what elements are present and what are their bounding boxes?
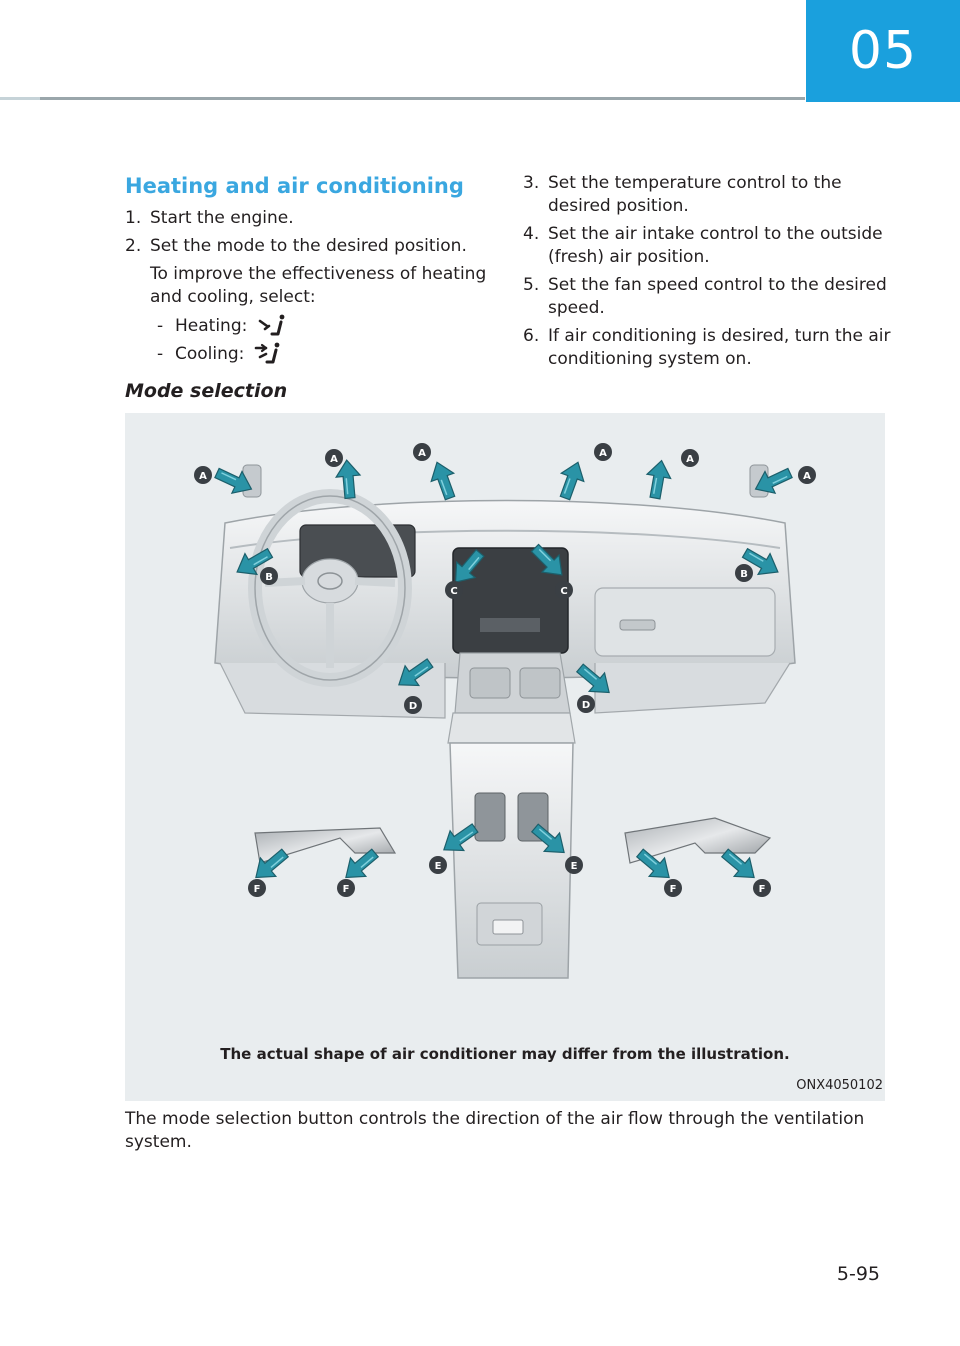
marker-letter: F [343, 884, 350, 895]
step-text: Start the engine. [150, 208, 294, 228]
marker-letter: A [418, 448, 426, 459]
step-text: Set the mode to the desired position. [150, 236, 467, 256]
option-heating: - Heating: [125, 312, 500, 340]
marker-letter: A [199, 471, 207, 482]
marker-letter: A [330, 454, 338, 465]
vent-diagram-figure: A A A A A A B B C C D D E E F F F F Th [125, 413, 885, 1101]
step-item: 3. Set the temperature control to the de… [523, 172, 893, 218]
step-text: Set the fan speed control to the desired… [548, 275, 887, 318]
chapter-tab: 05 [806, 0, 960, 102]
step-number: 2. [125, 235, 141, 258]
step-item: 2. Set the mode to the desired position. [125, 235, 500, 258]
mode-selection-description: The mode selection button controls the d… [125, 1108, 890, 1154]
step-number: 1. [125, 207, 141, 230]
figure-caption: The actual shape of air conditioner may … [125, 1045, 885, 1063]
step-text: Set the air intake control to the outsid… [548, 224, 883, 267]
marker-letter: D [409, 701, 417, 712]
page-number: 5-95 [837, 1263, 880, 1285]
left-column: Heating and air conditioning 1. Start th… [125, 170, 500, 368]
marker-letter: E [435, 861, 442, 872]
marker-letter: A [803, 471, 811, 482]
section-title: Heating and air conditioning [125, 170, 500, 202]
step-number: 6. [523, 325, 539, 348]
header-rule [0, 97, 805, 100]
right-column: 3. Set the temperature control to the de… [523, 172, 893, 376]
step-text: If air conditioning is desired, turn the… [548, 326, 890, 369]
step-note: To improve the effectiveness of heating … [125, 263, 500, 309]
floor-defrost-mode-icon [257, 313, 289, 337]
marker-letter: F [670, 884, 677, 895]
dashboard-vent-illustration: A A A A A A B B C C D D E E F F F F [125, 413, 885, 1101]
dash-marker: - [157, 312, 163, 340]
step-number: 3. [523, 172, 539, 195]
steps-list-continued: 3. Set the temperature control to the de… [523, 172, 893, 371]
marker-letter: B [740, 569, 748, 580]
step-item: 6. If air conditioning is desired, turn … [523, 325, 893, 371]
figure-code: ONX4050102 [796, 1078, 883, 1093]
marker-a: A A A A A A [194, 443, 816, 484]
step-item: 5. Set the fan speed control to the desi… [523, 274, 893, 320]
marker-letter: A [686, 454, 694, 465]
marker-letter: C [560, 586, 567, 597]
marker-letter: E [571, 861, 578, 872]
step-number: 5. [523, 274, 539, 297]
dash-marker: - [157, 340, 163, 368]
step-text: Set the temperature control to the desir… [548, 173, 842, 216]
marker-letter: F [254, 884, 261, 895]
step-item: 4. Set the air intake control to the out… [523, 223, 893, 269]
option-label: Cooling: [175, 344, 244, 364]
marker-letter: A [599, 448, 607, 459]
option-cooling: - Cooling: [125, 340, 500, 368]
header-rule-accent [0, 97, 40, 100]
marker-letter: B [265, 572, 273, 583]
step-item: 1. Start the engine. [125, 207, 500, 230]
face-floor-mode-icon [254, 341, 284, 365]
marker-letter: C [450, 586, 457, 597]
option-label: Heating: [175, 316, 247, 336]
mode-selection-heading: Mode selection [125, 380, 287, 402]
marker-letter: D [582, 700, 590, 711]
marker-letter: F [759, 884, 766, 895]
steps-list: 1. Start the engine. 2. Set the mode to … [125, 207, 500, 258]
step-number: 4. [523, 223, 539, 246]
